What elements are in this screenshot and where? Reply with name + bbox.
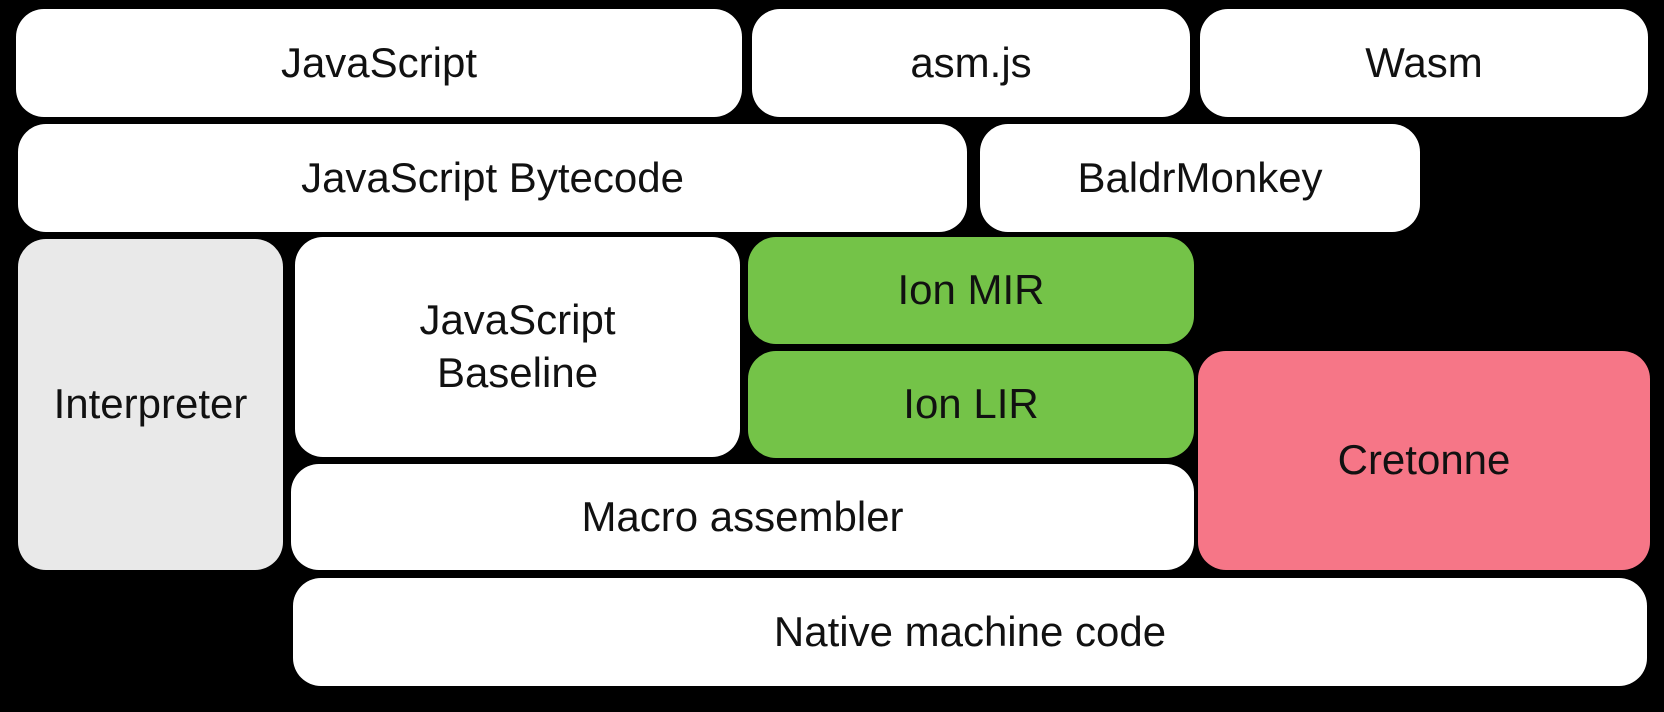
box-ion-lir: Ion LIR: [748, 351, 1194, 458]
box-interpreter-label: Interpreter: [53, 380, 248, 428]
box-native-machine-code: Native machine code: [293, 578, 1647, 686]
box-ion-mir-label: Ion MIR: [897, 266, 1045, 314]
box-wasm-label: Wasm: [1365, 38, 1483, 86]
box-ion-lir-label: Ion LIR: [903, 380, 1039, 428]
box-interpreter: Interpreter: [18, 239, 283, 570]
box-asmjs: asm.js: [752, 9, 1190, 117]
box-javascript-baseline-label-line1: JavaScript: [419, 296, 616, 344]
box-asmjs-label: asm.js: [910, 38, 1032, 86]
box-javascript: JavaScript: [16, 9, 742, 117]
box-javascript-baseline: JavaScript Baseline: [295, 237, 740, 457]
box-baldrmonkey-label: BaldrMonkey: [1077, 153, 1323, 201]
box-macro-assembler: Macro assembler: [291, 464, 1194, 570]
box-ion-mir: Ion MIR: [748, 237, 1194, 344]
box-javascript-baseline-label-line2: Baseline: [436, 349, 599, 396]
box-native-machine-code-label: Native machine code: [773, 607, 1167, 655]
box-baldrmonkey: BaldrMonkey: [980, 124, 1420, 232]
box-javascript-label: JavaScript: [280, 38, 478, 86]
box-cretonne: Cretonne: [1198, 351, 1650, 570]
box-macro-assembler-label: Macro assembler: [581, 492, 904, 540]
box-javascript-bytecode-label: JavaScript Bytecode: [301, 153, 684, 201]
box-wasm: Wasm: [1200, 9, 1648, 117]
box-javascript-bytecode: JavaScript Bytecode: [18, 124, 967, 232]
box-cretonne-label: Cretonne: [1337, 436, 1511, 484]
